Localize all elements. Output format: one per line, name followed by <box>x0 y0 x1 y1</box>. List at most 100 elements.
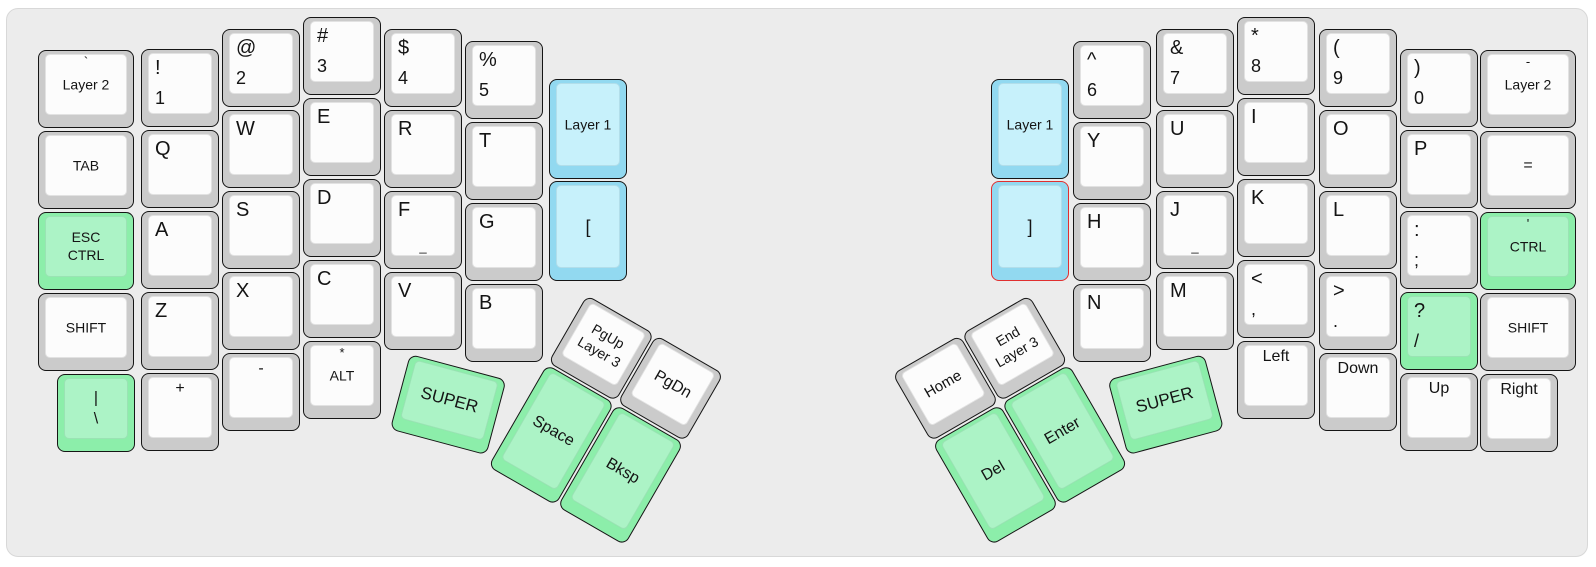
key-grave-layer2[interactable]: `Layer 2 <box>38 50 134 128</box>
key-u[interactable]: U <box>1156 110 1234 188</box>
key-label: & <box>1170 37 1184 59</box>
key-at-2[interactable]: @2 <box>222 29 300 107</box>
key-rbracket[interactable]: ] <box>991 181 1069 281</box>
key-label: 7 <box>1170 68 1181 89</box>
key-j[interactable]: J_ <box>1156 191 1234 269</box>
key-minus[interactable]: - <box>222 353 300 431</box>
keycap: P <box>1407 134 1471 195</box>
key-label: Home <box>921 366 965 402</box>
key-asterisk-alt[interactable]: *ALT <box>303 341 381 419</box>
keycap: <, <box>1244 264 1308 325</box>
key-label: R <box>398 118 413 140</box>
key-question-slash[interactable]: ?/ <box>1400 292 1478 370</box>
key-arrow-up[interactable]: Up <box>1400 373 1478 451</box>
keycap: ESC CTRL <box>45 216 127 277</box>
key-equals[interactable]: = <box>1480 131 1576 209</box>
key-label: ) <box>1414 57 1421 79</box>
key-dollar-4[interactable]: $4 <box>384 29 462 107</box>
key-p[interactable]: P <box>1400 130 1478 208</box>
key-arrow-left[interactable]: Left <box>1237 341 1315 419</box>
key-x[interactable]: X <box>222 272 300 350</box>
key-shift-left[interactable]: SHIFT <box>38 293 134 371</box>
key-f[interactable]: F_ <box>384 191 462 269</box>
keycap: Right <box>1487 378 1551 439</box>
key-label: @ <box>236 37 257 59</box>
key-n[interactable]: N <box>1073 284 1151 362</box>
keycap: M <box>1163 276 1227 337</box>
key-lt-comma[interactable]: <, <box>1237 260 1315 338</box>
key-rparen-0[interactable]: )0 <box>1400 49 1478 127</box>
key-quote-ctrl[interactable]: 'CTRL <box>1480 212 1576 290</box>
keycap: N <box>1080 288 1144 349</box>
key-exclam-1[interactable]: !1 <box>141 49 219 127</box>
key-minus-layer2[interactable]: -Layer 2 <box>1480 50 1576 128</box>
keycap: >. <box>1326 276 1390 337</box>
key-label: ? <box>1414 300 1426 322</box>
key-v[interactable]: V <box>384 272 462 350</box>
keycap: Layer 1 <box>998 83 1062 166</box>
key-i[interactable]: I <box>1237 98 1315 176</box>
key-label: Bksp <box>603 454 643 487</box>
key-percent-5[interactable]: %5 <box>465 41 543 119</box>
key-y[interactable]: Y <box>1073 122 1151 200</box>
keycap: C <box>310 264 374 325</box>
key-o[interactable]: O <box>1319 110 1397 188</box>
key-layer1-left[interactable]: Layer 1 <box>549 79 627 179</box>
key-label: P <box>1414 138 1428 160</box>
key-label: + <box>175 380 185 397</box>
key-label: C <box>317 268 332 290</box>
key-arrow-down[interactable]: Down <box>1319 353 1397 431</box>
key-gt-period[interactable]: >. <box>1319 272 1397 350</box>
key-r[interactable]: R <box>384 110 462 188</box>
key-esc-ctrl[interactable]: ESC CTRL <box>38 212 134 290</box>
key-c[interactable]: C <box>303 260 381 338</box>
key-lparen-9[interactable]: (9 <box>1319 29 1397 107</box>
key-label: 4 <box>398 68 409 89</box>
key-shift-right[interactable]: SHIFT <box>1480 293 1576 371</box>
keycap: `Layer 2 <box>45 54 127 115</box>
key-s[interactable]: S <box>222 191 300 269</box>
key-pipe-backslash[interactable]: | \ <box>57 374 135 452</box>
key-label: $ <box>398 37 410 59</box>
key-z[interactable]: Z <box>141 292 219 370</box>
key-tab[interactable]: TAB <box>38 131 134 209</box>
key-asterisk-8[interactable]: *8 <box>1237 17 1315 95</box>
key-label: ! <box>155 57 161 79</box>
key-hash-3[interactable]: #3 <box>303 17 381 95</box>
key-h[interactable]: H <box>1073 203 1151 281</box>
keycap: E <box>310 102 374 163</box>
keycap: = <box>1487 135 1569 196</box>
key-label: SUPER <box>418 382 481 417</box>
key-label: O <box>1333 118 1349 140</box>
keycap: ?/ <box>1407 296 1471 357</box>
key-caret-6[interactable]: ^6 <box>1073 41 1151 119</box>
keycap: Y <box>1080 126 1144 187</box>
key-t[interactable]: T <box>465 122 543 200</box>
key-label: Layer 1 <box>1006 116 1054 133</box>
key-amp-7[interactable]: &7 <box>1156 29 1234 107</box>
key-k[interactable]: K <box>1237 179 1315 257</box>
key-b[interactable]: B <box>465 284 543 362</box>
keycap: I <box>1244 102 1308 163</box>
key-plus[interactable]: + <box>141 373 219 451</box>
key-q[interactable]: Q <box>141 130 219 208</box>
key-arrow-right[interactable]: Right <box>1480 374 1558 452</box>
key-d[interactable]: D <box>303 179 381 257</box>
keycap: K <box>1244 183 1308 244</box>
key-e[interactable]: E <box>303 98 381 176</box>
key-a[interactable]: A <box>141 211 219 289</box>
key-super-right[interactable]: SUPER <box>1107 354 1225 456</box>
key-l[interactable]: L <box>1319 191 1397 269</box>
key-g[interactable]: G <box>465 203 543 281</box>
key-layer1-right[interactable]: Layer 1 <box>991 79 1069 179</box>
key-lbracket[interactable]: [ <box>549 181 627 281</box>
key-label: Del <box>978 457 1008 485</box>
key-super-left[interactable]: SUPER <box>389 354 507 456</box>
key-label: [ <box>585 216 591 237</box>
key-colon-semicolon[interactable]: :; <box>1400 211 1478 289</box>
key-m[interactable]: M <box>1156 272 1234 350</box>
key-label: I <box>1251 106 1257 128</box>
keycap: Left <box>1244 345 1308 406</box>
key-w[interactable]: W <box>222 110 300 188</box>
